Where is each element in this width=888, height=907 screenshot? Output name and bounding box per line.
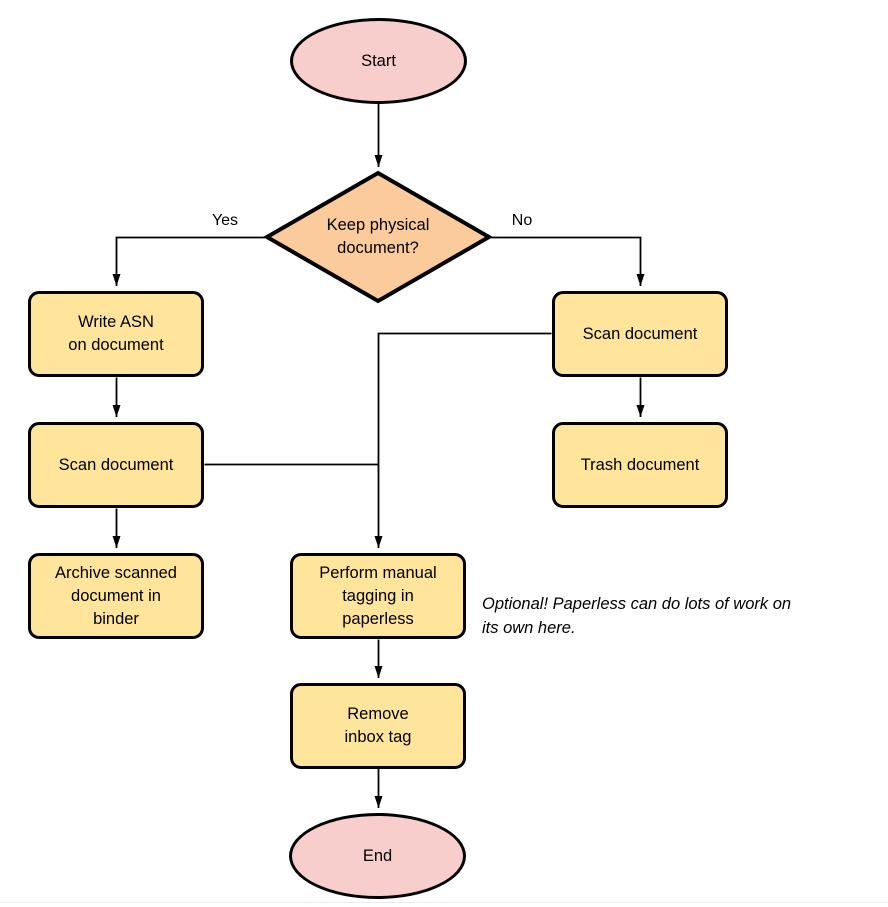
node-archive-document: Archive scanned document in binder [28,553,204,639]
node-decision-diamond [262,170,494,304]
node-scan-right-label: Scan document [582,324,698,343]
bottom-divider [0,902,888,903]
edge-label-yes: Yes [211,212,239,229]
node-scan-document-right: Scan document [552,291,728,377]
node-trash-document: Trash document [552,422,728,508]
node-tagging-label: Perform manual tagging in paperless [319,563,437,628]
decision-label-text: Keep physical document? [326,216,430,257]
node-remove-inbox-tag: Remove inbox tag [290,683,466,769]
edge-scan-right-tagging [374,332,552,548]
edge-decision-write-asn-yes [112,236,265,286]
note-optional-paperless: Optional! Paperless can do lots of work … [482,595,792,637]
node-archive-label: Archive scanned document in binder [55,563,177,628]
node-start-label: Start [361,51,396,70]
edge-label-no: No [511,212,533,229]
edge-decision-scan-right-no [491,236,645,286]
node-write-asn-label: Write ASN on document [68,313,164,354]
node-trash-label: Trash document [580,455,700,474]
node-write-asn: Write ASN on document [28,291,204,377]
node-end-label: End [362,846,393,865]
node-decision-label: Keep physical document? [265,171,491,303]
node-start: Start [290,18,467,104]
node-remove-inbox-label: Remove inbox tag [344,705,412,746]
node-manual-tagging: Perform manual tagging in paperless [290,553,466,639]
node-scan-document-left: Scan document [28,422,204,508]
node-end: End [289,813,466,899]
node-scan-left-label: Scan document [58,455,174,474]
